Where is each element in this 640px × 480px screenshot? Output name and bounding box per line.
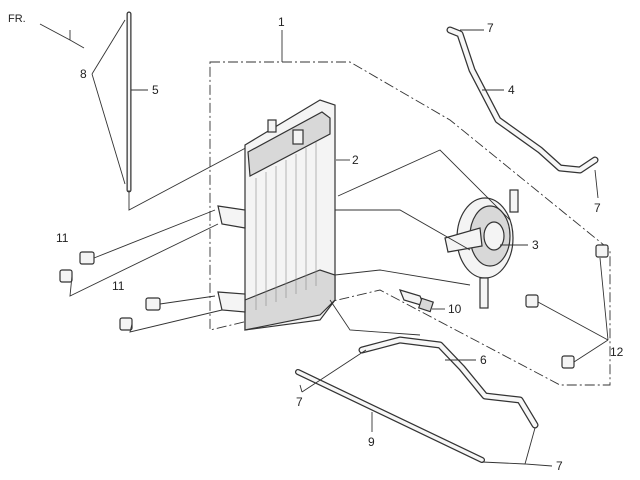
bolt-upper-leader (69, 209, 219, 297)
callout-12: 12 (610, 345, 624, 359)
callout-7-left: 7 (296, 395, 303, 409)
assembly-outline (209, 61, 611, 386)
radiator-bolt-lower (119, 297, 161, 331)
callout-line-7c (299, 349, 367, 393)
callout-11-lower: 11 (112, 279, 125, 293)
callout-line-7d (481, 427, 553, 467)
thermo-switch (398, 289, 435, 313)
callout-1: 1 (278, 15, 285, 29)
hose-connection-leader (329, 299, 421, 336)
callout-7-top: 7 (487, 21, 494, 35)
callout-6: 6 (480, 353, 487, 367)
lower-hose (358, 336, 539, 429)
callout-11-upper: 11 (56, 231, 69, 245)
callout-10: 10 (448, 302, 462, 316)
callout-9: 9 (368, 435, 375, 449)
callout-3: 3 (532, 238, 539, 252)
grommet-leader (91, 19, 126, 185)
direction-label: FR. (8, 13, 26, 25)
radiator-bolt-upper (59, 251, 95, 283)
cooling-fan (444, 189, 519, 309)
callout-2: 2 (352, 153, 359, 167)
fan-lower-leader (334, 269, 471, 286)
fan-bolt-leader (537, 257, 609, 363)
callout-line-7b (594, 169, 599, 199)
upper-hose-connection-leader (337, 149, 511, 221)
callout-7-right: 7 (594, 201, 601, 215)
fan-bolts (525, 244, 609, 369)
direction-arrow-icon (39, 23, 85, 49)
callout-5: 5 (152, 83, 159, 97)
callout-7-bottom: 7 (556, 459, 563, 473)
bolt-lower-leader (129, 295, 223, 333)
fan-connection-leader (335, 209, 471, 251)
radiator (217, 99, 336, 331)
bypass-pipe (295, 369, 485, 463)
callout-4: 4 (508, 83, 515, 97)
upper-hose (446, 26, 599, 174)
callout-8: 8 (80, 67, 87, 81)
overflow-tube-leader (128, 134, 271, 211)
front-direction-indicator: FR. (8, 13, 85, 49)
